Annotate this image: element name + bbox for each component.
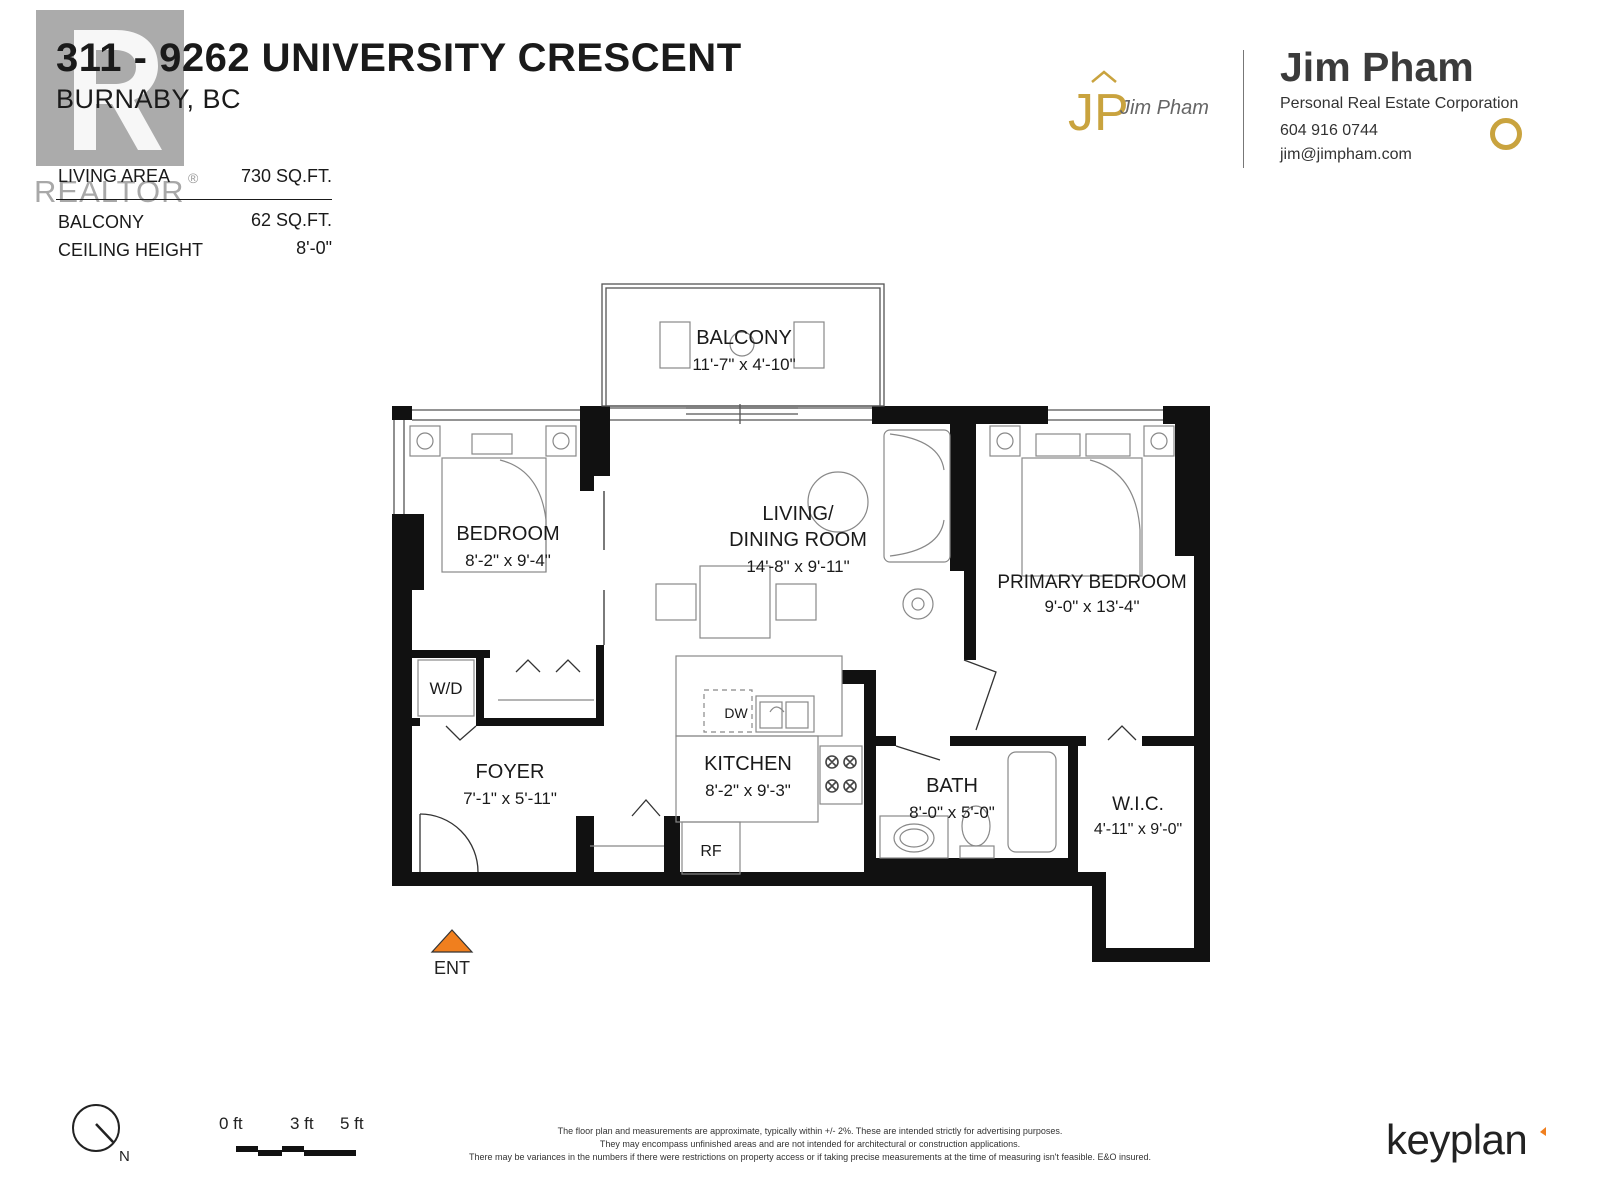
room-dims-bath: 8'-0" x 5'-0" <box>909 803 995 822</box>
furniture <box>409 321 1175 875</box>
room-name-primary-bedroom: PRIMARY BEDROOM <box>997 572 1186 593</box>
agent-divider <box>1243 50 1244 168</box>
room-dims-kitchen: 8'-2" x 9'-3" <box>705 781 791 800</box>
compass-icon <box>72 1104 120 1152</box>
room-dims-wic: 4'-11" x 9'-0" <box>1094 821 1182 838</box>
scale-bar <box>236 1146 356 1156</box>
disclaimer-line-1: The floor plan and measurements are appr… <box>557 1126 1063 1136</box>
agent-logo-script: Jim Pham <box>1119 97 1209 119</box>
room-name-dining: DINING ROOM <box>729 529 867 551</box>
room-name-kitchen: KITCHEN <box>704 753 792 775</box>
page-subtitle: BURNABY, BC <box>56 84 242 114</box>
scale-label-3: 3 ft <box>290 1114 314 1133</box>
stat-label-ceiling-height: CEILING HEIGHT <box>58 240 204 260</box>
stat-value-ceiling-height: 8'-0" <box>296 238 332 258</box>
stat-value-living-area: 730 SQ.FT. <box>240 166 332 186</box>
keyplan-logo: keyplan <box>1386 1116 1528 1163</box>
doors <box>419 491 1137 873</box>
watermark-text: REALTOR <box>34 174 185 209</box>
room-name-living: LIVING/ <box>762 503 834 525</box>
fixture-dishwasher: DW <box>724 705 748 721</box>
entry-triangle-icon <box>430 929 474 953</box>
stat-value-balcony: 62 SQ.FT. <box>250 210 332 230</box>
compass-label: N <box>119 1148 130 1165</box>
room-dims-primary-bedroom: 9'-0" x 13'-4" <box>1044 597 1139 616</box>
agent-logo-initials: JP <box>1068 84 1129 142</box>
entry-label: ENT <box>434 958 470 978</box>
balcony-outline <box>393 283 1163 514</box>
agent-company: Personal Real Estate Corporation <box>1280 95 1519 112</box>
fixture-washer-dryer: W/D <box>429 679 462 698</box>
fixture-refrigerator: RF <box>700 843 722 860</box>
agent-email[interactable]: jim@jimpham.com <box>1280 146 1412 163</box>
room-dims-balcony: 11'-7" x 4'-10" <box>692 355 795 374</box>
room-name-balcony: BALCONY <box>696 327 792 349</box>
keyplan-accent-icon <box>1540 1127 1546 1136</box>
room-name-foyer: FOYER <box>476 761 545 783</box>
room-dims-bedroom: 8'-2" x 9'-4" <box>465 551 551 570</box>
scale-label-5: 5 ft <box>340 1114 364 1133</box>
realtor-watermark-icon <box>36 10 184 166</box>
page-title: 311 - 9262 UNIVERSITY CRESCENT <box>56 36 742 80</box>
brokerage-logo-icon <box>1490 118 1522 150</box>
walls <box>392 406 1210 962</box>
stat-label-balcony: BALCONY <box>58 212 145 232</box>
room-dims-foyer: 7'-1" x 5'-11" <box>463 789 557 808</box>
stat-label-living-area: LIVING AREA <box>58 166 171 186</box>
room-dims-living-dining: 14'-8" x 9'-11" <box>746 557 849 576</box>
disclaimer-line-3: There may be variances in the numbers if… <box>468 1152 1152 1162</box>
stats-divider <box>56 199 332 200</box>
room-name-bath: BATH <box>926 775 978 797</box>
room-name-wic: W.I.C. <box>1112 794 1164 815</box>
agent-name: Jim Pham <box>1280 44 1474 90</box>
watermark-registered-mark: ® <box>188 170 199 186</box>
agent-phone[interactable]: 604 916 0744 <box>1280 122 1378 139</box>
agent-logo-icon: JP Jim Pham <box>1068 70 1209 142</box>
room-name-bedroom: BEDROOM <box>456 523 559 545</box>
room-labels: BALCONY 11'-7" x 4'-10" BEDROOM 8'-2" x … <box>429 327 1186 860</box>
scale-label-0: 0 ft <box>219 1114 243 1133</box>
agent-logo: JP Jim Pham <box>1064 68 1224 153</box>
disclaimer-line-2: They may encompass unfinished areas and … <box>599 1139 1021 1149</box>
